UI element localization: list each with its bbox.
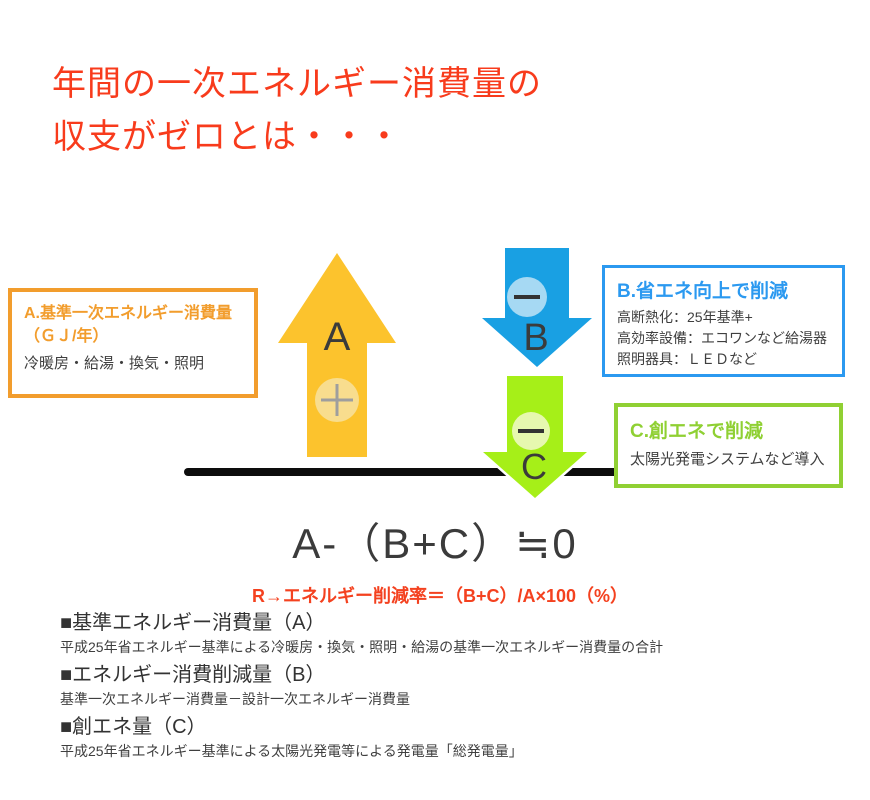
definition-description: 基準一次エネルギー消費量－設計一次エネルギー消費量 [60,691,410,707]
box-c-body: 太陽光発電システムなど導入 [630,451,825,468]
box-a-title: A.基準一次エネルギー消費量 [24,305,233,322]
definition-item: ■基準エネルギー消費量（A） 平成25年省エネルギー基準による冷暖房・換気・照明… [60,610,840,657]
box-baseline-consumption: A.基準一次エネルギー消費量 （ＧＪ/年） 冷暖房・給湯・換気・照明 [8,288,258,398]
energy-balance-diagram: A B C [184,248,652,502]
box-a-subtitle: （ＧＪ/年） [24,328,109,345]
arrow-a-label: A [324,315,351,359]
definition-heading: ■基準エネルギー消費量（A） [60,612,326,634]
definition-item: ■エネルギー消費削減量（B） 基準一次エネルギー消費量－設計一次エネルギー消費量 [60,662,840,709]
box-c-title: C.創エネで削減 [630,421,764,442]
definition-description: 平成25年省エネルギー基準による太陽光発電等による発電量「総発電量」 [60,743,523,759]
page-title: 年間の一次エネルギー消費量の 収支がゼロとは・・・ [52,58,812,164]
box-b-title: B.省エネ向上で削減 [617,281,789,302]
arrow-c-label: C [521,446,547,487]
definition-item: ■創エネ量（C） 平成25年省エネルギー基準による太陽光発電等による発電量「総発… [60,714,840,761]
box-energy-saving: B.省エネ向上で削減 高断熱化：25年基準+ 高効率設備：エコワンなど給湯器 照… [602,265,845,377]
box-energy-creation: C.創エネで削減 太陽光発電システムなど導入 [614,403,843,488]
page-title-line2: 収支がゼロとは・・・ [52,118,402,156]
definition-description: 平成25年省エネルギー基準による冷暖房・換気・照明・給湯の基準一次エネルギー消費… [60,639,664,655]
page-title-line1: 年間の一次エネルギー消費量の [52,65,542,103]
definition-heading: ■創エネ量（C） [60,716,207,738]
box-b-line: 高効率設備：エコワンなど給湯器 [617,330,827,346]
definition-heading: ■エネルギー消費削減量（B） [60,664,326,686]
balance-formula: A-（B+C）≒0 [292,520,578,567]
definitions-list: ■基準エネルギー消費量（A） 平成25年省エネルギー基準による冷暖房・換気・照明… [60,610,840,766]
reduction-rate-formula: R→エネルギー削減率＝（B+C）/A×100（%） [251,586,629,606]
box-a-body: 冷暖房・給湯・換気・照明 [24,355,205,372]
arrow-up-a [278,253,396,457]
box-b-line: 高断熱化：25年基準+ [617,309,753,325]
box-b-line: 照明器具：ＬＥＤなど [617,351,757,367]
arrow-b-label: B [523,317,548,359]
